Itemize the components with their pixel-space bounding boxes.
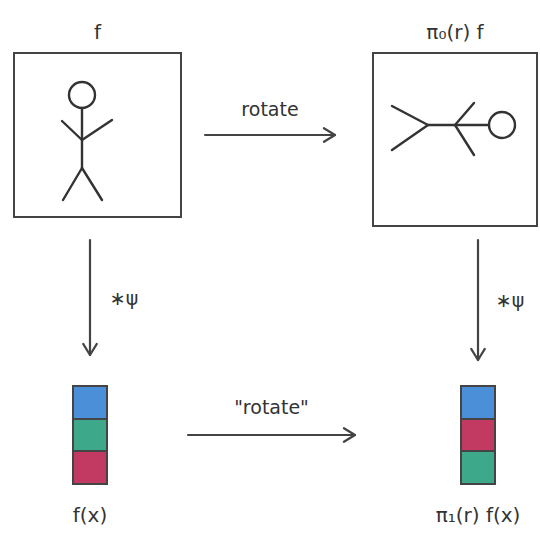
edge-label: "rotate" (231, 396, 312, 418)
arrow-connector (83, 240, 97, 355)
image-frame: f (13, 52, 182, 218)
arrow-head (471, 349, 485, 360)
feature-vector: π₁(r) f(x) (460, 385, 496, 485)
arrow-head (344, 428, 355, 442)
arrow-shaft (477, 240, 479, 360)
math-label: f (94, 20, 101, 44)
arrow-head (324, 128, 335, 142)
arrow-connector (188, 428, 355, 442)
arrow-head (83, 344, 97, 355)
edge-label: ∗ψ (107, 287, 141, 309)
math-label: π₁(r) f(x) (436, 503, 521, 527)
feature-vector: f(x) (72, 385, 108, 485)
edge-label: rotate (238, 98, 301, 120)
rotated-stick-figure (392, 103, 515, 155)
math-label: f(x) (73, 503, 107, 527)
arrow-shaft (89, 240, 91, 355)
image-frame: π₀(r) f (372, 52, 538, 227)
arrow-shaft (205, 134, 335, 136)
edge-label: ∗ψ (493, 289, 527, 311)
arrow-connector (471, 240, 485, 360)
math-label: π₀(r) f (426, 20, 483, 44)
arrow-shaft (188, 434, 355, 436)
arrow-connector (205, 128, 335, 142)
stick-figure (62, 82, 112, 200)
